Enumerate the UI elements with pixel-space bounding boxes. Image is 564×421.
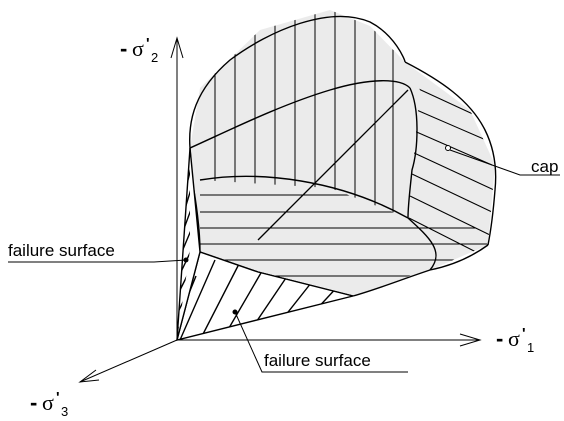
- svg-text:2: 2: [151, 50, 158, 65]
- yield-surface-body: [190, 10, 495, 296]
- cap-label: cap: [531, 157, 558, 176]
- svg-text:': ': [146, 35, 150, 52]
- failure-left-leader: [8, 260, 186, 262]
- sigma3-axis-label: - σ ' 3: [30, 389, 68, 416]
- cap-marker: [446, 146, 451, 151]
- failure-surface-bottom-label: failure surface: [264, 351, 371, 370]
- svg-text:3: 3: [61, 404, 68, 416]
- svg-text:-: -: [496, 326, 503, 351]
- sigma2-axis-label: - σ ' 2: [120, 35, 158, 65]
- svg-text:σ: σ: [508, 326, 520, 351]
- svg-text:σ: σ: [42, 390, 54, 415]
- sigma3-axis: [80, 340, 177, 382]
- sigma3-arrowhead: [80, 370, 99, 382]
- svg-text:-: -: [120, 36, 127, 61]
- sigma1-axis-label: - σ ' 1: [496, 325, 534, 355]
- failure-surface-left-label: failure surface: [8, 241, 115, 260]
- svg-text:-: -: [30, 390, 37, 415]
- svg-text:σ: σ: [132, 36, 144, 61]
- svg-text:': ': [522, 325, 526, 342]
- svg-text:': ': [56, 389, 60, 406]
- svg-text:1: 1: [527, 340, 534, 355]
